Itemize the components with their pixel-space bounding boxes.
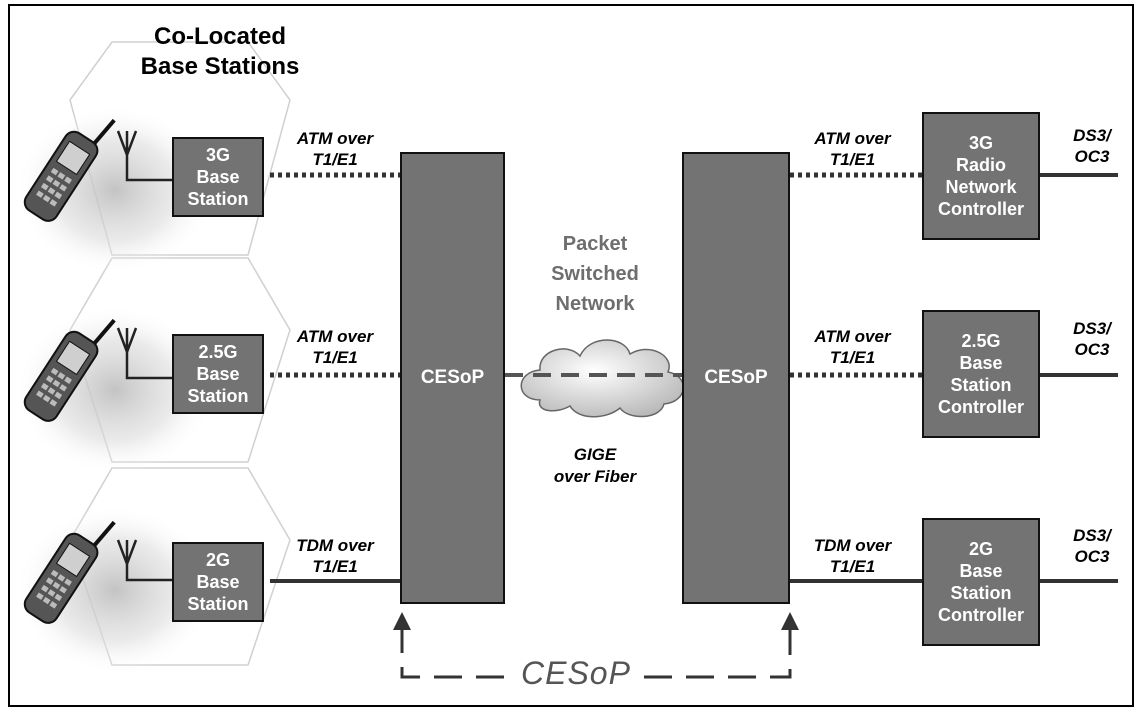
link-label-3g-left: ATM over T1/E1 (296, 129, 374, 169)
link-label-3g-right: ATM over T1/E1 (814, 129, 891, 169)
uplinks (1040, 173, 1118, 583)
antenna-icon (116, 327, 172, 380)
antenna-icon (116, 130, 172, 182)
link-label-2g-right: TDM over T1/E1 (813, 536, 892, 576)
controller-2g-bsc: 2G Base Station Controller (922, 518, 1040, 646)
cesop-box-left: CESoP (400, 152, 505, 604)
base-station-2g: 2G Base Station (172, 542, 264, 622)
base-station-3g: 3G Base Station (172, 137, 264, 217)
uplink-label-2g: DS3/ OC3 (1073, 526, 1111, 566)
cesop-bottom-link (400, 625, 792, 679)
arrow-up-icon (393, 612, 411, 630)
link-label-25g-left: ATM over T1/E1 (296, 327, 374, 367)
mobile-phone-icon (23, 520, 116, 624)
diagram-title: Co-Located Base Stations (140, 23, 300, 80)
uplink-label-25g: DS3/ OC3 (1073, 319, 1111, 359)
mobile-phone-icon (23, 318, 116, 422)
cesop-bottom-label: CESoP (515, 655, 637, 692)
controller-25g-bsc: 2.5G Base Station Controller (922, 310, 1040, 438)
cesop-box-right: CESoP (682, 152, 790, 604)
network-label: Packet Switched Network (551, 233, 639, 315)
link-label-2g-left: TDM over T1/E1 (296, 536, 374, 576)
link-label-25g-right: ATM over T1/E1 (814, 327, 891, 367)
uplink-label-3g: DS3/ OC3 (1073, 126, 1111, 166)
gige-label: GIGE over Fiber (553, 445, 637, 486)
mobile-phone-icon (23, 118, 116, 222)
controller-3g-rnc: 3G Radio Network Controller (922, 112, 1040, 240)
base-station-25g: 2.5G Base Station (172, 334, 264, 414)
right-links (790, 172, 922, 583)
cloud-icon (520, 339, 685, 418)
arrow-up-icon (781, 612, 799, 630)
left-links (270, 172, 400, 583)
antenna-icon (116, 539, 172, 582)
